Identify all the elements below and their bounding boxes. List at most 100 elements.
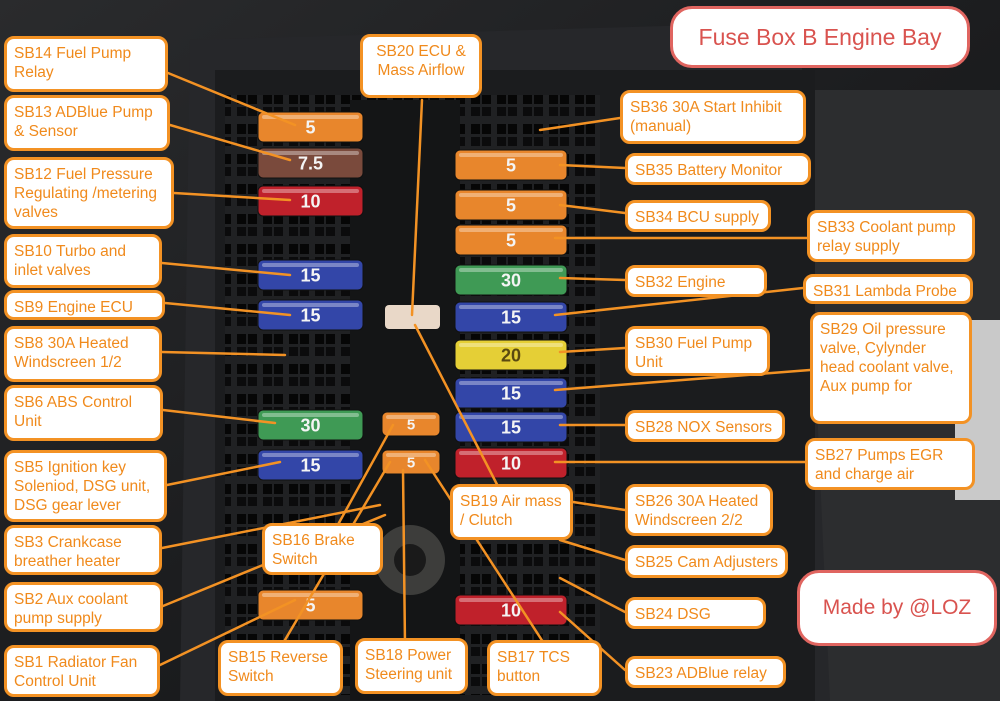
label-sb13: SB13 ADBlue Pump & Sensor	[4, 95, 170, 151]
fuse-shine-left-4	[262, 263, 359, 267]
label-sb25: SB25 Cam Adjusters	[625, 545, 788, 578]
label-sb28: SB28 NOX Sensors	[625, 410, 785, 442]
fuse-shine-left-3	[262, 189, 359, 193]
label-sb34: SB34 BCU supply	[625, 200, 771, 232]
fuse-left-7	[257, 449, 364, 481]
fuse-shine-center-2	[386, 453, 436, 457]
fuse-shine-center-1	[386, 415, 436, 419]
leader-sb14	[166, 71, 297, 127]
label-sb14: SB14 Fuel Pump Relay	[4, 36, 168, 92]
fuse-rating-right-9: 10	[501, 453, 521, 473]
fuse-rating-right-8: 15	[501, 417, 521, 437]
fuse-rating-right-7: 15	[501, 383, 521, 403]
leader-sb35	[558, 163, 627, 170]
label-sb9: SB9 Engine ECU	[4, 290, 165, 320]
fuse-shine-left-6	[262, 413, 359, 417]
fuse-shine-right-10	[459, 598, 563, 602]
fuse-rating-right-4: 30	[501, 270, 521, 290]
leader-sb6	[161, 408, 277, 425]
label-sb19: SB19 Air mass / Clutch	[450, 484, 573, 540]
fuse-right-7	[454, 377, 568, 409]
fuse-right-3	[454, 224, 568, 256]
fuse-rating-right-3: 5	[506, 230, 516, 250]
fuse-shine-left-2	[262, 151, 359, 155]
fuse-left-3	[257, 185, 364, 217]
leader-sb1	[158, 598, 297, 667]
fuse-rating-left-6: 30	[300, 415, 320, 435]
fuse-shine-right-3	[459, 228, 563, 232]
leader-sb19	[413, 323, 507, 502]
fuse-shine-left-7	[262, 453, 359, 457]
fuse-rating-left-4: 15	[300, 265, 320, 285]
fuse-right-10	[454, 594, 568, 626]
fuse-center-1	[381, 411, 441, 437]
fuse-left-4	[257, 259, 364, 291]
leader-sb34	[558, 203, 627, 215]
fuse-shine-right-2	[459, 193, 563, 197]
leader-sb13	[168, 123, 292, 162]
label-sb6: SB6 ABS Control Unit	[4, 385, 163, 441]
leader-sb32	[558, 276, 627, 282]
label-sb15: SB15 Reverse Switch	[218, 640, 343, 696]
leader-sb25	[558, 538, 627, 562]
fuse-shine-right-1	[459, 153, 563, 157]
fuse-right-8	[454, 411, 568, 443]
label-sb30: SB30 Fuel Pump Unit	[625, 326, 770, 376]
credit-badge: Made by @LOZ	[797, 570, 997, 646]
label-sb31: SB31 Lambda Probe	[803, 274, 973, 304]
fuse-rating-left-5: 15	[300, 305, 320, 325]
title-text: Fuse Box B Engine Bay	[698, 23, 942, 50]
label-sb35: SB35 Battery Monitor	[625, 153, 811, 185]
label-sb33: SB33 Coolant pump relay supply	[807, 210, 975, 262]
fuse-center-2	[381, 449, 441, 475]
label-sb20: SB20 ECU & Mass Airflow	[360, 34, 482, 98]
label-sb32: SB32 Engine ECU	[625, 265, 767, 297]
fuse-rating-left-2: 7.5	[298, 153, 323, 173]
fuse-rating-right-2: 5	[506, 195, 516, 215]
fuse-shine-right-5	[459, 305, 563, 309]
label-sb17: SB17 TCS button	[487, 640, 602, 696]
leader-sb10	[160, 261, 292, 277]
credit-text: Made by @LOZ	[822, 596, 972, 619]
label-sb36: SB36 30A Start Inhibit (manual)	[620, 90, 806, 144]
fuse-right-4	[454, 264, 568, 296]
fuse-left-6	[257, 409, 364, 441]
fuse-shine-right-9	[459, 451, 563, 455]
fuse-left-5	[257, 299, 364, 331]
fuse-rating-right-10: 10	[501, 600, 521, 620]
leader-sb16	[333, 423, 395, 532]
label-sb1: SB1 Radiator Fan Control Unit	[4, 645, 160, 697]
fuse-rating-left-1: 5	[305, 117, 315, 137]
label-sb27: SB27 Pumps EGR and charge air	[805, 438, 975, 490]
label-sb16: SB16 Brake Switch	[262, 523, 383, 575]
label-sb24: SB24 DSG	[625, 597, 766, 629]
leader-sb5	[165, 460, 282, 487]
label-sb26: SB26 30A Heated Windscreen 2/2	[625, 484, 773, 536]
fuse-rating-right-1: 5	[506, 155, 516, 175]
fuse-shine-left-5	[262, 303, 359, 307]
leader-sb18	[401, 468, 407, 647]
label-sb3: SB3 Crankcase breather heater	[4, 525, 162, 575]
leader-sb9	[163, 301, 292, 317]
fuse-left-2	[257, 147, 364, 179]
fuse-shine-right-6	[459, 343, 563, 347]
fuse-right-6	[454, 339, 568, 371]
fuse-shine-right-4	[459, 268, 563, 272]
fuse-rating-left-7: 15	[300, 455, 320, 475]
fuse-rating-center-2: 5	[407, 454, 415, 471]
label-sb2: SB2 Aux coolant pump supply	[4, 582, 163, 632]
label-sb8: SB8 30A Heated Windscreen 1/2	[4, 326, 162, 382]
fuse-rating-right-6: 20	[501, 345, 521, 365]
fuse-right-5	[454, 301, 568, 333]
leader-sb24	[558, 576, 627, 614]
leader-sb8	[160, 350, 287, 357]
label-sb10: SB10 Turbo and inlet valves	[4, 234, 162, 288]
label-sb18: SB18 Power Steering unit	[355, 638, 468, 694]
fuse-left-8	[257, 589, 364, 621]
label-sb23: SB23 ADBlue relay	[625, 656, 786, 688]
leader-sb12	[172, 191, 292, 202]
leader-sb17	[423, 458, 547, 647]
